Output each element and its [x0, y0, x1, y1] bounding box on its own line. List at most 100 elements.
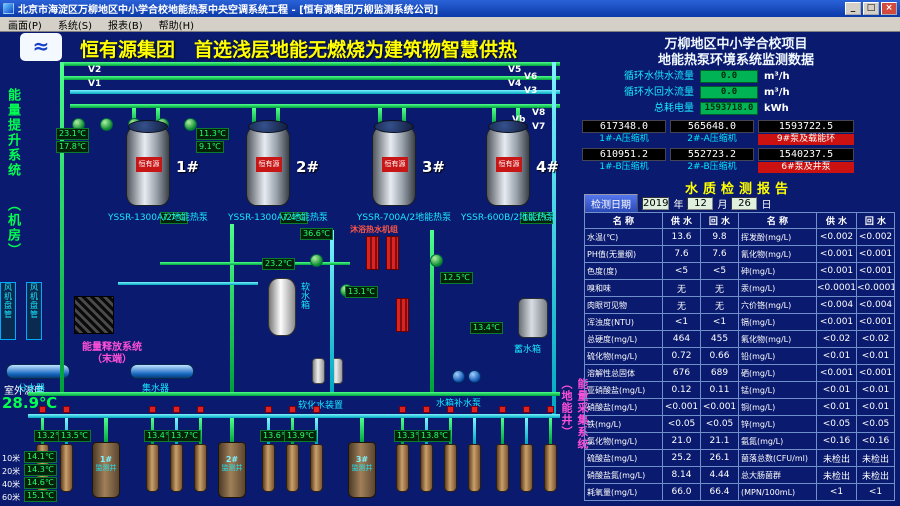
unit-model-label: YSSR-1300A/2地能热泵 [228, 213, 328, 223]
valve-label: V8 [532, 108, 546, 118]
close-button[interactable]: × [881, 2, 897, 15]
valve-icon[interactable] [39, 406, 46, 413]
makeup-pump-icon[interactable] [468, 370, 481, 383]
total-energy-display: 1593718.0 [700, 102, 758, 115]
year-input[interactable]: 2019 [642, 197, 670, 210]
counter-label: 1#-B压缩机 [599, 162, 649, 172]
menu-item-4[interactable]: 帮助(H) [158, 20, 194, 32]
valve-icon[interactable] [197, 406, 204, 413]
valve-icon[interactable] [63, 406, 70, 413]
temp-badge: 7.4℃ [280, 212, 308, 224]
pipe [360, 418, 364, 444]
unit-number: 2# [296, 158, 320, 176]
well [544, 444, 557, 492]
makeup-pump-icon[interactable] [452, 370, 465, 383]
pipe [28, 414, 560, 418]
menu-item-3[interactable]: 报表(B) [108, 20, 143, 32]
monitor-well[interactable]: 2#监测井 [218, 442, 246, 498]
valve-icon[interactable] [499, 406, 506, 413]
valve-icon[interactable] [289, 406, 296, 413]
return-flow-display: 0.0 [700, 86, 758, 99]
param-name-cell: 硒(mg/L) [738, 364, 817, 382]
minimize-button[interactable]: _ [845, 2, 861, 15]
param-value-cell: <0.002 [856, 228, 895, 246]
param-name-cell: 硫化物(mg/L) [584, 347, 663, 365]
shower-unit-label: 沐浴热水机组 [350, 225, 398, 234]
param-value-cell: 455 [700, 330, 739, 348]
heat-pump-unit[interactable]: 恒有源 [246, 120, 290, 206]
month-input[interactable]: 12 [687, 197, 714, 210]
valve-icon[interactable] [423, 406, 430, 413]
param-name-cell: 氯化物(mg/L) [584, 432, 663, 450]
valve-icon[interactable] [173, 406, 180, 413]
param-value-cell: 689 [700, 364, 739, 382]
monitor-well[interactable]: 1#监测井 [92, 442, 120, 498]
pipe [60, 76, 560, 80]
valve-icon[interactable] [547, 406, 554, 413]
valve-icon[interactable] [447, 406, 454, 413]
unit-number: 3# [422, 158, 446, 176]
pipe [276, 108, 280, 126]
pump-icon[interactable] [430, 254, 443, 267]
well [420, 444, 433, 492]
heat-pump-unit[interactable]: 恒有源 [372, 120, 416, 206]
param-value-cell: 未检出 [816, 466, 857, 484]
well [194, 444, 207, 492]
param-value-cell: 7.6 [700, 245, 739, 263]
plate-heat-exchanger [366, 236, 379, 270]
counter-label: 2#-A压缩机 [687, 134, 737, 144]
valve-icon[interactable] [313, 406, 320, 413]
pipe [60, 62, 560, 66]
monitor-well-number: 3# [355, 455, 369, 464]
param-name-cell: 六价铬(mg/L) [738, 296, 817, 314]
pipe [552, 62, 556, 416]
pipe [156, 108, 160, 126]
temp-badge: 10.1℃ [520, 212, 553, 224]
param-value-cell: <0.0001 [856, 279, 895, 297]
depth-temp-badge: 14.6℃ [24, 477, 57, 489]
counter-display: 1593722.5 [758, 120, 854, 133]
valve-icon[interactable] [523, 406, 530, 413]
param-name-cell: 硝酸盐(mg/L) [584, 398, 663, 416]
table-row: 嗅和味无无汞(mg/L)<0.0001<0.0001 [584, 279, 895, 297]
temp-badge: 13.1℃ [345, 286, 378, 298]
banner-title: 恒有源集团 首选浅层地能无燃烧为建筑物智慧供热 [80, 39, 518, 61]
temp-badge: 9.1℃ [196, 141, 224, 153]
month-suffix: 月 [717, 200, 728, 211]
param-name-cell: 浑浊度(NTU) [584, 313, 663, 331]
inspection-date-button[interactable]: 检测日期 [584, 194, 638, 213]
valve-icon[interactable] [149, 406, 156, 413]
day-input[interactable]: 26 [731, 197, 758, 210]
water-divider-tank [6, 364, 70, 379]
unit-model-label: YSSR-1300A/2地能热泵 [108, 213, 208, 223]
param-name-cell: 氨氮(mg/L) [738, 432, 817, 450]
day-suffix: 日 [761, 200, 772, 211]
param-value-cell: <0.16 [816, 432, 857, 450]
param-value-cell: 无 [662, 279, 701, 297]
valve-icon[interactable] [471, 406, 478, 413]
valve-icon[interactable] [265, 406, 272, 413]
menu-item-2[interactable]: 系统(S) [57, 20, 92, 32]
param-value-cell: <5 [700, 262, 739, 280]
heat-pump-unit[interactable]: 恒有源 [126, 120, 170, 206]
pipe [230, 224, 234, 392]
pump-icon[interactable] [310, 254, 323, 267]
maximize-button[interactable]: □ [863, 2, 879, 15]
param-name-cell: 亚硝酸盐(mg/L) [584, 381, 663, 399]
water-collector-label: 集水器 [142, 384, 170, 394]
pump-icon[interactable] [100, 118, 113, 131]
param-name-cell: 铅(mg/L) [738, 347, 817, 365]
menu-item-1[interactable]: 画面(P) [8, 20, 42, 32]
table-header: 回 水 [700, 212, 739, 229]
pump-icon[interactable] [184, 118, 197, 131]
temp-badge: 7.7℃ [160, 212, 188, 224]
table-header: 名 称 [584, 212, 663, 229]
param-name-cell: 氟化物(mg/L) [738, 330, 817, 348]
pipe [230, 418, 234, 444]
param-value-cell: 无 [700, 279, 739, 297]
valve-icon[interactable] [399, 406, 406, 413]
param-value-cell: <0.001 [856, 245, 895, 263]
monitor-well[interactable]: 3#监测井 [348, 442, 376, 498]
heat-pump-unit[interactable]: 恒有源 [486, 120, 530, 206]
